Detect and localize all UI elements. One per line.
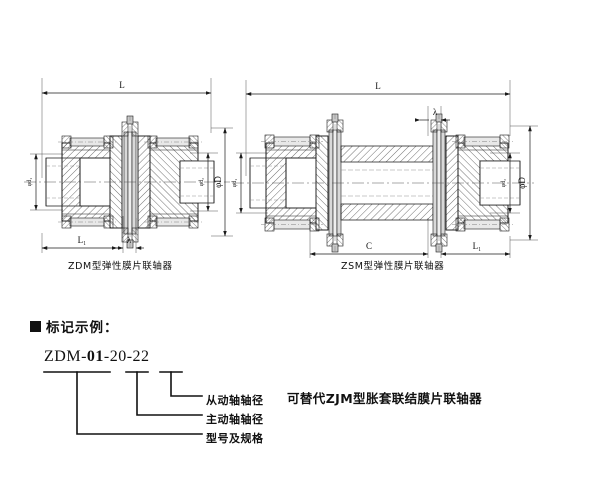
zsm-dim-hub-length: L₁ xyxy=(473,241,482,251)
zsm-dim-gap: λ xyxy=(433,107,438,117)
callout-driven-bore: 从动轴轴径 xyxy=(206,394,264,407)
marking-code-prefix: ZDM xyxy=(44,348,82,365)
zdm-dim-overall-length: L xyxy=(119,80,125,90)
zdm-dim-bore-left: φd₁ xyxy=(27,178,33,187)
zsm-dim-bore-left: φd₁ xyxy=(232,179,238,188)
marking-code: ZDM-01-20-22 xyxy=(44,348,150,366)
marking-code-sep-3: - xyxy=(126,348,133,365)
marking-example-heading: 标记示例： xyxy=(30,316,290,336)
zdm-coupling-drawing: L φD φd₂ φd₁ L₁ λ xyxy=(24,78,233,253)
marking-example-block: 标记示例： ZDM-01-20-22 xyxy=(30,316,290,445)
zsm-dim-outer-diameter: φD xyxy=(517,177,527,189)
marking-code-model: 01 xyxy=(86,348,104,365)
zsm-caption: ZSM型弹性膜片联轴器 xyxy=(341,261,445,272)
zdm-dim-gap: λ xyxy=(127,235,132,245)
marking-leader-lines xyxy=(43,371,203,435)
zdm-dim-outer-diameter: φD xyxy=(213,176,223,188)
marking-example-title: 标记示例： xyxy=(46,320,119,336)
zdm-dim-bore-right: φd₂ xyxy=(199,178,205,187)
alternative-note: 可替代ZJM型胀套联结膜片联轴器 xyxy=(287,391,483,406)
marking-code-drive-bore: 20 xyxy=(109,348,127,365)
zsm-dim-bore-right: φd₂ xyxy=(501,179,507,188)
zdm-caption: ZDM型弹性膜片联轴器 xyxy=(68,261,173,272)
zsm-dim-overall-length: L xyxy=(375,81,381,91)
zsm-dim-spacer-length: C xyxy=(366,241,372,251)
zsm-coupling-drawing: L λ φD φd₂ φd₁ C L₁ xyxy=(232,80,538,258)
callout-drive-bore: 主动轴轴径 xyxy=(206,413,264,426)
filled-square-icon xyxy=(30,320,41,332)
marking-code-sep-1: - xyxy=(81,348,87,365)
marking-code-sep-2: - xyxy=(103,348,110,365)
marking-code-driven-bore: 22 xyxy=(132,348,150,365)
zdm-dim-hub-length: L₁ xyxy=(78,235,87,245)
callout-model-spec: 型号及规格 xyxy=(206,432,264,445)
